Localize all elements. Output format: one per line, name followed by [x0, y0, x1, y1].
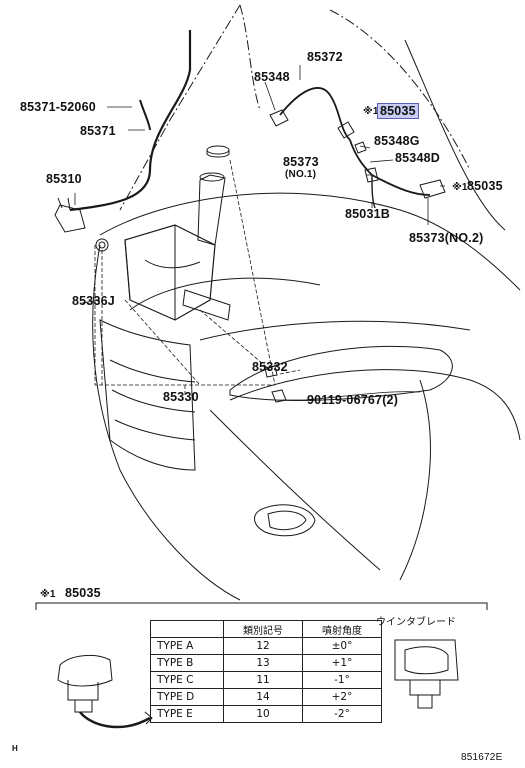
type-cell: TYPE B [150, 654, 224, 672]
table-header-cell: 類別記号 [223, 620, 303, 638]
clip-85348 [269, 109, 289, 127]
label-85373-no1: (NO.1) [285, 169, 317, 180]
label-85348: 85348 [254, 70, 290, 84]
hood-outline [119, 4, 241, 211]
table-row: TYPE A 12 ±0° [150, 637, 382, 655]
detail-mark: ※1 [40, 589, 56, 600]
code-cell: 14 [223, 688, 303, 706]
tank-cap [206, 145, 230, 155]
label-85372: 85372 [307, 50, 343, 64]
label-85373-no2: 85373(NO.2) [409, 231, 484, 245]
type-cell: TYPE E [150, 705, 224, 723]
hose-85371 [69, 30, 192, 212]
grommet [95, 238, 109, 252]
angle-cell: +1° [302, 654, 382, 672]
label-85035-right: 85035 [467, 179, 503, 193]
label-85031b: 85031B [345, 207, 390, 221]
detail-bracket [35, 602, 488, 610]
angle-cell: ±0° [302, 637, 382, 655]
table-row: TYPE D 14 +2° [150, 688, 382, 706]
table-row: TYPE C 11 -1° [150, 671, 382, 689]
fender-line [404, 39, 506, 231]
bumper-grille [99, 319, 196, 471]
label-85371-52060: 85371-52060 [20, 100, 96, 114]
figure-code: 851672E [461, 752, 503, 763]
spray-angle-table: 類別記号 噴射角度 TYPE A 12 ±0° TYPE B 13 +1° TY… [150, 620, 382, 723]
table-header-cell [150, 620, 224, 638]
code-cell: 12 [223, 637, 303, 655]
code-cell: 13 [223, 654, 303, 672]
washer-tank [124, 224, 216, 321]
label-85035-highlighted[interactable]: 85035 [377, 103, 419, 119]
label-85348d: 85348D [395, 151, 440, 165]
table-header-row: 類別記号 噴射角度 [150, 620, 382, 638]
label-85336j: 85336J [72, 294, 115, 308]
type-cell: TYPE D [150, 688, 224, 706]
table-row: TYPE E 10 -2° [150, 705, 382, 723]
label-85348g: 85348G [374, 134, 420, 148]
label-85035-right-mark: ※1 [452, 182, 468, 193]
angle-cell: +2° [302, 688, 382, 706]
label-85035-mark: ※1 [363, 106, 379, 117]
footer-mark: H [12, 744, 18, 753]
label-90119-06767: 90119-06767(2) [307, 393, 399, 407]
label-85330: 85330 [163, 390, 199, 404]
detail-part-number: 85035 [65, 586, 101, 600]
type-cell: TYPE A [150, 637, 224, 655]
fog-lamp [254, 504, 316, 537]
nozzle-detail-left [57, 654, 113, 687]
label-85310: 85310 [46, 172, 82, 186]
nozzle-85035 [419, 179, 446, 199]
headlamp-outline [229, 345, 453, 401]
code-cell: 10 [223, 705, 303, 723]
nozzle-detail-right [394, 639, 459, 681]
angle-cell: -2° [302, 705, 382, 723]
table-header-cell: 噴射角度 [302, 620, 382, 638]
code-cell: 11 [223, 671, 303, 689]
type-cell: TYPE C [150, 671, 224, 689]
filler-neck [197, 174, 226, 246]
label-85371: 85371 [80, 124, 116, 138]
table-row: TYPE B 13 +1° [150, 654, 382, 672]
label-85332: 85332 [252, 360, 288, 374]
hose-85372 [279, 87, 351, 141]
angle-cell: -1° [302, 671, 382, 689]
label-85373: 85373 [283, 155, 319, 169]
wiper-blade-label: ウインタブレード [376, 617, 456, 628]
